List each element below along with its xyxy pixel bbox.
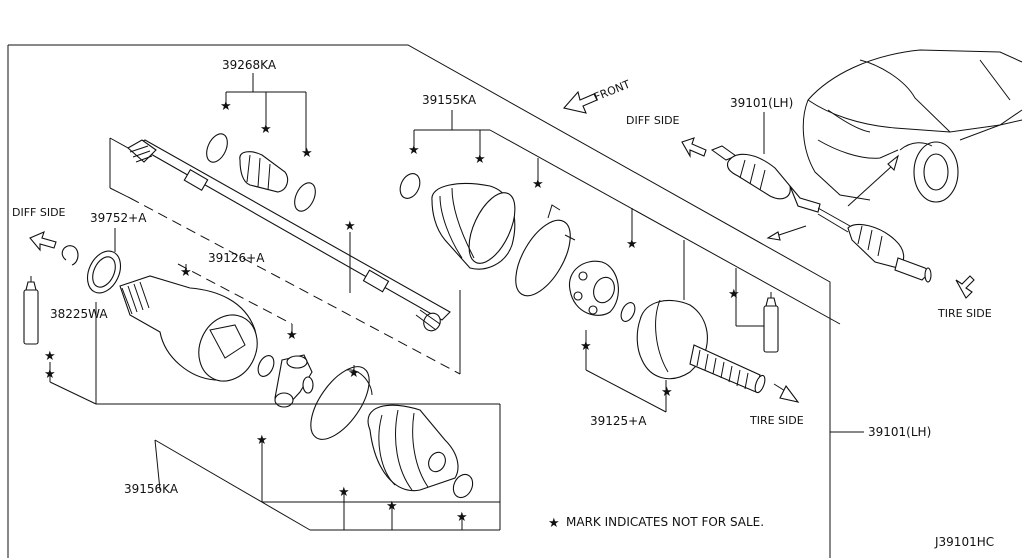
circlip [61, 245, 79, 266]
label-38225WA: 38225WA [50, 307, 108, 321]
svg-text:★: ★ [661, 385, 673, 400]
front-arrow [562, 90, 598, 114]
svg-text:★: ★ [260, 122, 272, 137]
boot-band-large [515, 219, 571, 297]
damper-boot [239, 151, 289, 193]
part-group-39156KA: ★ ★ ★ ★ ★ ★ [23, 228, 501, 531]
svg-text:★: ★ [728, 287, 740, 302]
grease-tube [763, 305, 779, 353]
svg-text:★: ★ [301, 146, 313, 161]
svg-text:★: ★ [286, 328, 298, 343]
svg-text:★: ★ [180, 265, 192, 280]
part-group-39268KA: ★ ★ ★ [206, 73, 316, 212]
label-diff-side-right: DIFF SIDE [626, 114, 680, 127]
diff-side-arrow-left [29, 231, 57, 252]
svg-text:★: ★ [256, 433, 268, 448]
label-tire-side-center: TIRE SIDE [749, 414, 804, 427]
svg-text:★: ★ [408, 143, 420, 158]
label-front: FRONT [592, 78, 632, 104]
part-group-39155KA: ★ ★ ★ ★ ★ ★ [399, 110, 841, 413]
label-39752A: 39752+A [90, 211, 147, 225]
svg-text:★: ★ [44, 349, 56, 364]
svg-text:★: ★ [456, 510, 468, 525]
diagram-border [8, 44, 831, 558]
vehicle-illustration [802, 49, 1023, 203]
svg-text:★: ★ [474, 152, 486, 167]
grease-tube [23, 289, 39, 345]
tire-side-arrow-center [773, 383, 800, 403]
svg-text:★: ★ [344, 219, 356, 234]
legend-text: MARK INDICATES NOT FOR SALE. [566, 515, 764, 529]
svg-text:★: ★ [338, 485, 350, 500]
label-39268KA: 39268KA [222, 58, 277, 72]
drive-shaft-assembly-illustration [681, 112, 975, 299]
boot-band [310, 366, 370, 440]
svg-text:★: ★ [386, 499, 398, 514]
drive-shaft [127, 139, 451, 332]
legend-star-icon: ★ [548, 516, 560, 531]
boot-clamp-small [294, 182, 316, 212]
label-39155KA: 39155KA [422, 93, 477, 107]
svg-text:★: ★ [220, 99, 232, 114]
svg-text:★: ★ [532, 177, 544, 192]
svg-text:★: ★ [580, 339, 592, 354]
svg-text:★: ★ [44, 367, 56, 382]
boot-clamp-small [399, 173, 421, 199]
label-39101LH-top: 39101(LH) [730, 96, 793, 110]
svg-text:★: ★ [626, 237, 638, 252]
label-39125A: 39125+A [590, 414, 647, 428]
boot-clamp-small [206, 133, 228, 163]
label-39156KA: 39156KA [124, 482, 179, 496]
boot-clamp-small [452, 473, 474, 499]
label-39101LH-right: 39101(LH) [868, 425, 931, 439]
diagram-code: J39101HC [934, 535, 994, 549]
label-39126A: 39126+A [208, 251, 265, 265]
label-tire-side-right: TIRE SIDE [937, 307, 992, 320]
svg-text:★: ★ [348, 366, 360, 381]
label-diff-side-left: DIFF SIDE [12, 206, 66, 219]
